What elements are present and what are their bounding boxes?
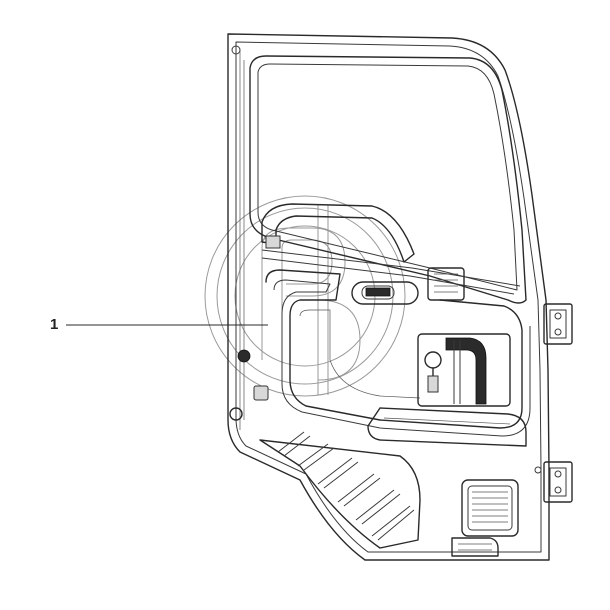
callout-label-1: 1 — [50, 316, 59, 333]
door-latch-cutout — [451, 537, 499, 557]
window-regulator — [417, 333, 511, 407]
lower-hinge — [543, 461, 573, 503]
lower-speaker-grille — [461, 479, 519, 537]
door-storage-pocket — [367, 407, 527, 447]
armrest-rail — [261, 203, 521, 295]
lower-ribbed-section — [259, 431, 421, 549]
door-outer-frame — [227, 33, 550, 561]
upper-hinge — [543, 303, 573, 345]
fasteners — [229, 45, 542, 474]
inner-door-handle — [351, 281, 419, 305]
door-trim-panel — [265, 269, 531, 437]
